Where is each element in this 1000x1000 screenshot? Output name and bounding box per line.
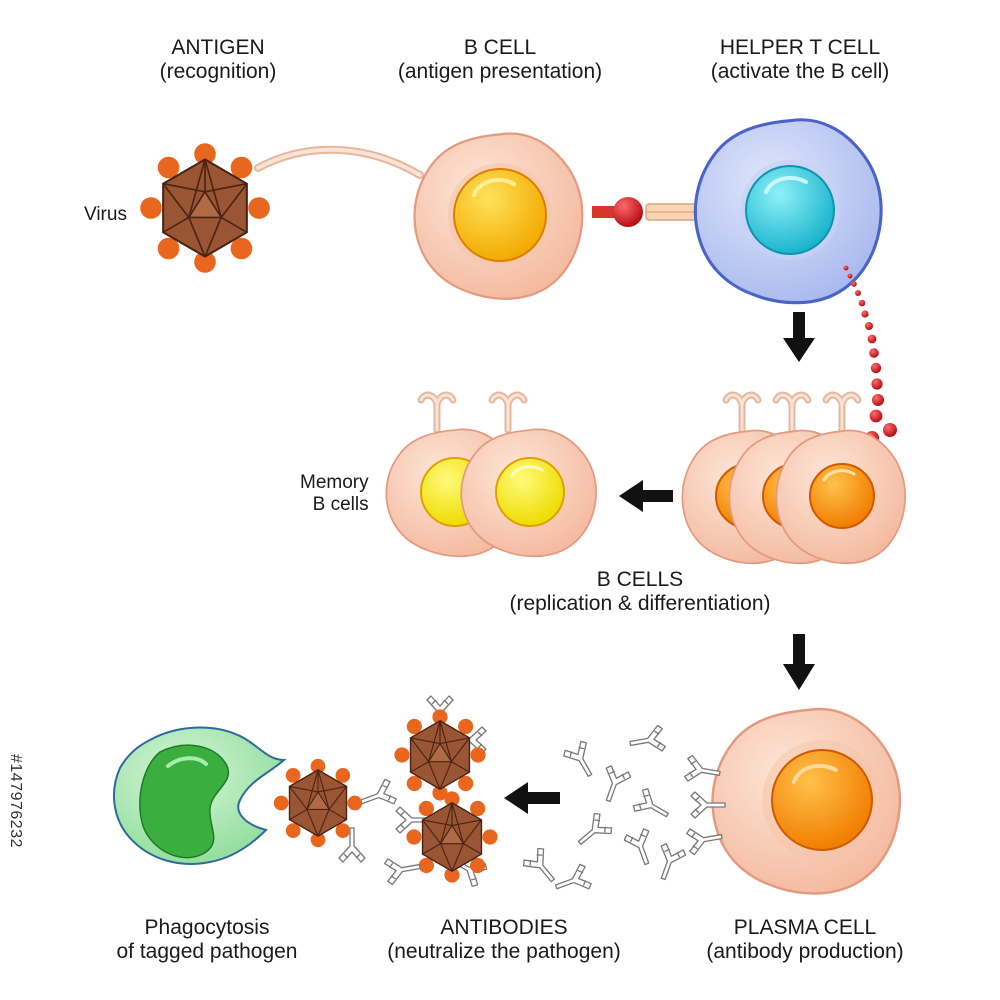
antigen-title: ANTIGEN bbox=[171, 36, 265, 59]
stock-id-watermark: #147976232 bbox=[4, 754, 28, 954]
b-cell-subtitle: (antigen presentation) bbox=[397, 60, 603, 83]
plasma-title: PLASMA CELL bbox=[733, 916, 877, 939]
memory-line1: Memory bbox=[300, 472, 369, 493]
plasma-subtitle: (antibody production) bbox=[706, 940, 904, 963]
b-cells-subtitle: (replication & differentiation) bbox=[509, 592, 771, 615]
antibodies-title: ANTIBODIES bbox=[440, 916, 568, 939]
b-cell-title: B CELL bbox=[463, 36, 537, 59]
memory-line2: B cells bbox=[312, 494, 369, 515]
plasma-cell-icon bbox=[711, 707, 902, 895]
replicating-b-cells-icon bbox=[681, 395, 907, 565]
arrow-left-icon-2 bbox=[504, 782, 560, 814]
antibodies-subtitle: (neutralize the pathogen) bbox=[387, 940, 621, 963]
antibodies-icon bbox=[520, 724, 726, 900]
memory-b-cells-icon bbox=[385, 395, 598, 558]
b-cells-label: B CELLS (replication & differentiation) bbox=[470, 568, 810, 616]
antigen-label: ANTIGEN (recognition) bbox=[118, 36, 318, 84]
tagged-virus-icon bbox=[273, 758, 423, 886]
memory-b-cells-label: Memory B cells bbox=[300, 472, 369, 516]
phagocyte-icon bbox=[113, 726, 287, 865]
phagocytosis-label: Phagocytosis of tagged pathogen bbox=[82, 916, 332, 964]
arrow-down-icon-2 bbox=[783, 634, 815, 690]
b-cells-title: B CELLS bbox=[596, 568, 684, 591]
stock-id-text: #147976232 bbox=[7, 754, 24, 848]
antibodies-label: ANTIBODIES (neutralize the pathogen) bbox=[368, 916, 640, 964]
helper-t-cell-subtitle: (activate the B cell) bbox=[710, 60, 890, 83]
helper-t-cell-icon bbox=[693, 118, 883, 305]
cytokine-dots bbox=[843, 265, 897, 458]
virus-icon bbox=[139, 142, 271, 274]
b-cell-icon bbox=[413, 132, 584, 300]
virus-label: Virus bbox=[84, 204, 127, 225]
phago-line2: of tagged pathogen bbox=[116, 940, 298, 963]
helper-t-cell-title: HELPER T CELL bbox=[719, 36, 881, 59]
phago-line1: Phagocytosis bbox=[144, 916, 270, 939]
tcr-connector-icon bbox=[592, 197, 707, 227]
antigen-subtitle: (recognition) bbox=[159, 60, 277, 83]
arrow-down-icon bbox=[783, 312, 815, 362]
plasma-cell-label: PLASMA CELL (antibody production) bbox=[680, 916, 930, 964]
b-cell-label: B CELL (antigen presentation) bbox=[380, 36, 620, 84]
helper-t-cell-label: HELPER T CELL (activate the B cell) bbox=[680, 36, 920, 84]
neutralized-virus-icon bbox=[393, 695, 499, 889]
arrow-left-icon bbox=[619, 480, 673, 512]
